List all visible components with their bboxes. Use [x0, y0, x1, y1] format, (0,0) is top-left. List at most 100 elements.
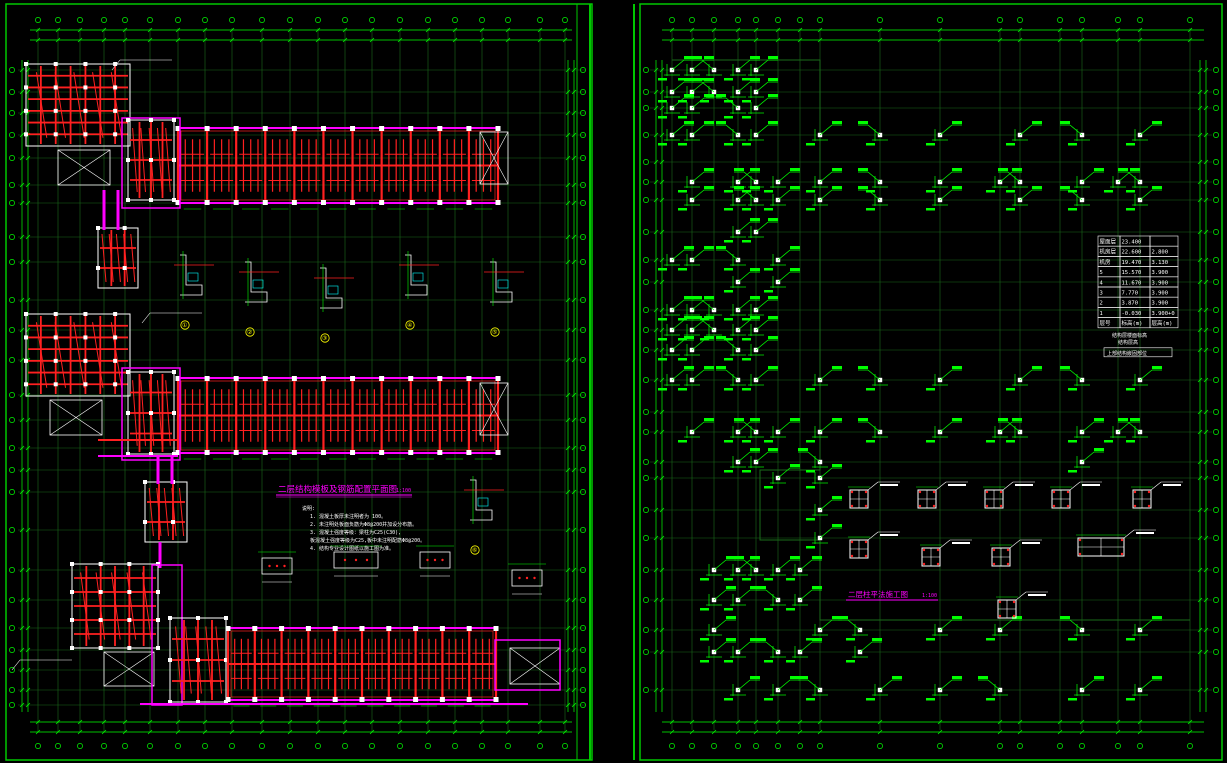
column-tag [742, 470, 751, 473]
hatch-diagonal [156, 380, 163, 446]
dimension-tick [1079, 27, 1085, 33]
column-leader [999, 619, 1013, 631]
dimension-tick [19, 89, 25, 95]
note-line: 4. 结构专业设计图纸以施工图为准。 [310, 545, 394, 552]
dimension-tick [565, 297, 571, 303]
dimension-tick [653, 159, 659, 165]
dimension-tick [25, 89, 31, 95]
column-tag [1152, 676, 1162, 679]
dimension-tick [397, 37, 403, 43]
dimension-tick [997, 719, 1003, 725]
table-cell-text: 3 [1100, 291, 1103, 297]
dimension-tick [1197, 327, 1203, 333]
axis-bubble [753, 743, 759, 749]
column-tag [1126, 143, 1135, 146]
dimension-tick [287, 37, 293, 43]
column [379, 126, 385, 131]
column [204, 126, 210, 131]
axis-bubble [580, 132, 586, 138]
dimension-tick [1197, 105, 1203, 111]
dimension-tick [571, 392, 577, 398]
stair-diagonal [479, 131, 509, 185]
axis-bubble [259, 743, 265, 749]
axis-bubble [877, 17, 883, 23]
axis-bubble [175, 17, 181, 23]
dimension-tick [653, 132, 659, 138]
column-leader [777, 271, 791, 283]
column-tag [790, 186, 800, 189]
rebar-dot [932, 490, 936, 494]
dimension-tick [342, 719, 348, 725]
section-spec [1022, 542, 1040, 544]
column-tag [1094, 676, 1104, 679]
column-tag [734, 418, 744, 421]
dimension-tick [229, 719, 235, 725]
column [466, 376, 472, 381]
dimension-tick [659, 627, 665, 633]
dimension-tick [565, 625, 571, 631]
axis-bubble [643, 307, 649, 313]
dimension-tick [425, 37, 431, 43]
column [24, 62, 28, 66]
column-tag [1094, 418, 1104, 421]
dimension-tick [122, 729, 128, 735]
wing-end [494, 639, 561, 691]
axis-bubble [643, 132, 649, 138]
column-tag [742, 78, 751, 81]
rebar-dot [1052, 490, 1056, 494]
column [291, 126, 297, 131]
column [113, 108, 118, 113]
axis-bubble [342, 743, 348, 749]
column-tag [678, 338, 687, 341]
hatch-diagonal [140, 380, 146, 446]
axis-bubble [9, 392, 15, 398]
column-tag [742, 318, 751, 321]
column-leader [939, 189, 953, 201]
axis-bubble [9, 200, 15, 206]
axis-bubble [643, 429, 649, 435]
axis-bubble [1079, 743, 1085, 749]
column [172, 452, 176, 456]
column [70, 590, 74, 594]
dimension-tick [937, 37, 943, 43]
dimension-tick [669, 37, 675, 43]
table-cell-text: 3.900 [1152, 280, 1169, 286]
stair-box [57, 149, 111, 186]
column-tag [724, 208, 733, 211]
column-tag [750, 218, 760, 221]
column [126, 452, 130, 456]
column-tag [1032, 366, 1042, 369]
column-tag [832, 186, 842, 189]
rebar-dot [275, 564, 279, 568]
axis-bubble [643, 279, 649, 285]
leader-line [111, 59, 121, 71]
dimension-tick [562, 719, 568, 725]
column [156, 590, 160, 594]
column [83, 108, 88, 113]
stair-box [49, 399, 103, 436]
column-tag [724, 143, 733, 146]
table-cell-text: 5 [1100, 270, 1103, 276]
column-tag [1060, 186, 1070, 189]
dimension-tick [653, 327, 659, 333]
column-tag [1094, 168, 1104, 171]
dimension-tick [1203, 67, 1209, 73]
dimension-tick [653, 597, 659, 603]
dimension-tick [571, 110, 577, 116]
column [493, 697, 499, 702]
column-leader [819, 124, 833, 136]
column-tag [684, 121, 694, 124]
column-tag [704, 186, 714, 189]
left-drawing-scale: 1:100 [396, 488, 411, 494]
dimension-tick [1017, 719, 1023, 725]
dimension-tick [55, 37, 61, 43]
column-tag [678, 268, 687, 271]
axis-bubble [1213, 507, 1219, 513]
column [70, 562, 74, 566]
hatch-diagonal [73, 72, 85, 138]
dimension-tick [653, 197, 659, 203]
dimension-tick [565, 67, 571, 73]
dimension-tick [287, 729, 293, 735]
column [156, 562, 160, 566]
